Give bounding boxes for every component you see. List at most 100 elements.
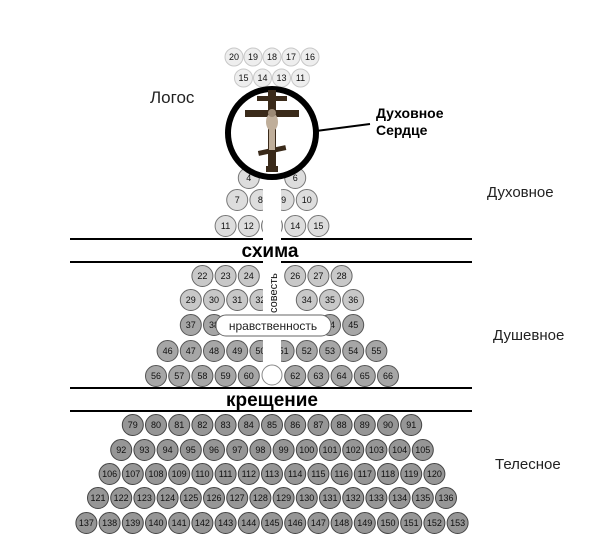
- number-label: 32: [255, 295, 265, 305]
- number-circle: [281, 47, 301, 67]
- number-label: 86: [290, 420, 300, 430]
- number-label: 50: [255, 346, 265, 356]
- number-circle: [342, 289, 365, 311]
- number-label: 45: [348, 320, 358, 330]
- number-label: 35: [325, 295, 335, 305]
- number-circle: [237, 265, 260, 287]
- number-label: 79: [128, 420, 138, 430]
- number-circle: [261, 463, 283, 485]
- heart-pointer-line: [315, 123, 371, 132]
- number-circle: [377, 365, 399, 387]
- number-circle: [214, 463, 237, 485]
- number-label: 82: [197, 420, 207, 430]
- number-label: 13: [276, 73, 286, 83]
- number-circle: [237, 463, 260, 485]
- number-label: 22: [197, 271, 207, 281]
- number-label: 102: [346, 445, 361, 455]
- number-circle: [75, 512, 98, 534]
- number-label: 57: [174, 371, 184, 381]
- crucifix-icon: [245, 90, 299, 172]
- number-circle: [284, 365, 307, 387]
- number-circle: [319, 340, 341, 362]
- number-circle: [168, 463, 191, 485]
- number-circle: [435, 487, 457, 509]
- number-label: 49: [232, 346, 242, 356]
- number-label: 126: [206, 493, 221, 503]
- number-circle: [330, 265, 353, 287]
- number-circle: [319, 289, 341, 311]
- number-circle: [365, 340, 388, 362]
- number-label: 114: [288, 469, 302, 479]
- number-label: 146: [288, 518, 303, 528]
- number-label: 58: [197, 371, 207, 381]
- number-label: 64: [337, 371, 347, 381]
- number-label: 28: [337, 271, 347, 281]
- number-circle: [342, 340, 365, 362]
- number-circle: [98, 463, 121, 485]
- number-label: 65: [360, 371, 370, 381]
- number-label: 29: [186, 295, 196, 305]
- channel-bottom-circle: [261, 364, 283, 386]
- number-label: 128: [253, 493, 268, 503]
- number-circle: [237, 215, 260, 237]
- number-circle: [191, 414, 214, 436]
- number-label: 125: [183, 493, 198, 503]
- number-label: 120: [427, 469, 442, 479]
- number-circle: [145, 414, 167, 436]
- number-label: 103: [369, 445, 384, 455]
- number-label: 133: [369, 493, 384, 503]
- number-circle: [179, 439, 202, 461]
- number-circle: [284, 215, 307, 237]
- number-circle: [145, 365, 167, 387]
- number-circle: [319, 439, 341, 461]
- number-circle: [145, 512, 167, 534]
- number-circle: [98, 512, 121, 534]
- band-schema-label: схима: [242, 241, 299, 262]
- number-label: 66: [383, 371, 393, 381]
- number-label: 149: [357, 518, 372, 528]
- number-label: 17: [286, 52, 296, 62]
- number-label: 100: [299, 445, 314, 455]
- number-circle: [203, 340, 225, 362]
- number-circle: [191, 365, 214, 387]
- number-label: 55: [371, 346, 381, 356]
- number-circle: [365, 439, 388, 461]
- number-circle: [307, 365, 330, 387]
- spiritual-heart-label-1: Духовное: [376, 105, 444, 121]
- number-circle: [249, 439, 272, 461]
- number-label: 99: [279, 445, 289, 455]
- number-label: 81: [174, 420, 184, 430]
- number-circle: [295, 340, 318, 362]
- number-label: 106: [102, 469, 117, 479]
- number-label: 147: [311, 518, 326, 528]
- number-circle: [87, 487, 109, 509]
- number-label: 144: [241, 518, 256, 528]
- level-spiritual-label: Духовное: [487, 184, 554, 201]
- number-label: 91: [406, 420, 416, 430]
- number-label: 14: [257, 73, 267, 83]
- number-label: 12: [244, 221, 254, 231]
- number-circle: [342, 487, 365, 509]
- number-circle: [237, 512, 260, 534]
- number-label: 137: [79, 518, 94, 528]
- number-circle: [179, 289, 202, 311]
- number-circle: [214, 365, 237, 387]
- number-label: 30: [209, 295, 219, 305]
- number-circle: [121, 463, 144, 485]
- number-circle: [388, 487, 411, 509]
- number-circle: [330, 463, 353, 485]
- number-label: 117: [358, 469, 372, 479]
- number-circle: [179, 487, 202, 509]
- number-label: 95: [186, 445, 196, 455]
- number-circle: [353, 365, 376, 387]
- number-label: 104: [392, 445, 407, 455]
- number-label: 93: [139, 445, 149, 455]
- number-label: 113: [265, 469, 279, 479]
- number-label: 11: [221, 221, 230, 231]
- number-circle: [284, 463, 307, 485]
- number-label: 142: [195, 518, 210, 528]
- number-circle: [156, 439, 179, 461]
- number-label: 139: [125, 518, 140, 528]
- number-circle: [377, 463, 399, 485]
